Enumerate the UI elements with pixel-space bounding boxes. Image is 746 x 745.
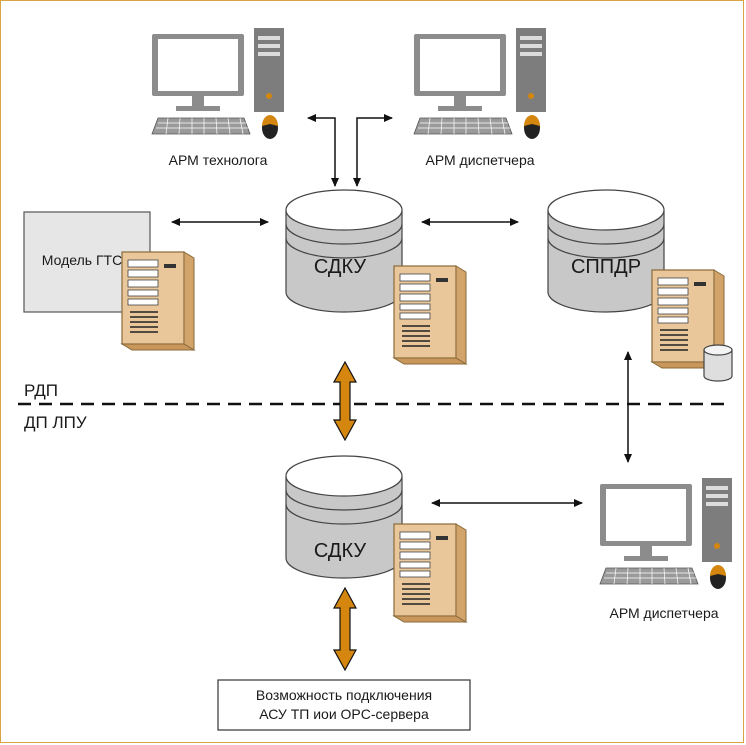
workstation-dispatcher-top: [413, 27, 547, 140]
label-sdku-top: СДКУ: [314, 256, 366, 278]
server-sdku-bottom: [393, 523, 467, 623]
label-gts-model: Модель ГТС: [42, 252, 122, 268]
label-sppdr: СППДР: [571, 256, 641, 278]
label-connection-line1: Возможность подключения: [256, 687, 432, 703]
connector-workstations-sdku: [307, 114, 393, 187]
label-sdku-bottom: СДКУ: [314, 540, 366, 562]
orange-double-arrow-upper: [332, 360, 358, 442]
label-dp-lpu: ДП ЛПУ: [24, 413, 87, 432]
orange-double-arrow-lower: [332, 586, 358, 672]
label-arm-dispatcher-bottom: АРМ диспетчера: [609, 605, 718, 621]
workstation-technologist: [151, 27, 285, 140]
connection-box: [217, 679, 471, 731]
server-sdku-top: [393, 265, 467, 365]
label-arm-dispatcher-top: АРМ диспетчера: [425, 152, 534, 168]
label-arm-technologist: АРМ технолога: [169, 152, 268, 168]
disk-sppdr: [547, 189, 665, 313]
server-gts-model: [121, 251, 195, 351]
workstation-dispatcher-bottom: [599, 477, 733, 590]
disk-sdku-top: [285, 189, 403, 313]
label-rdp: РДП: [24, 381, 58, 400]
label-connection-line2: АСУ ТП иои OPC-сервера: [259, 706, 429, 722]
database-cylinder-icon: [703, 344, 733, 382]
